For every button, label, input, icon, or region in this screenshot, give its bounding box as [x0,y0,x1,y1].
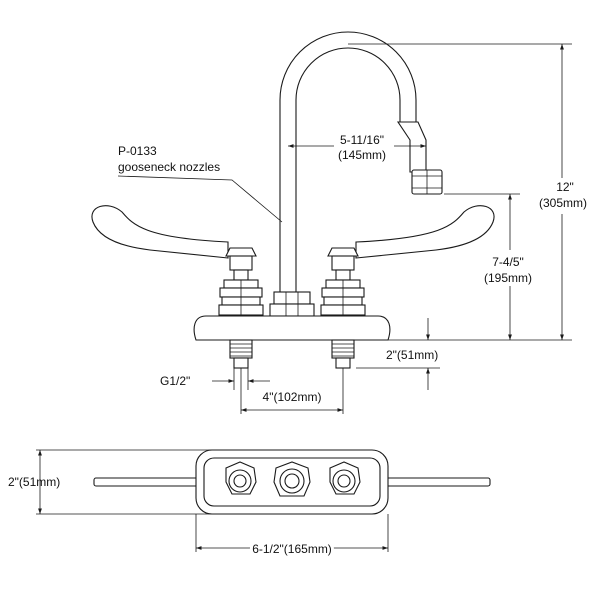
dimension-thread: G1/2" [160,368,270,390]
spout-height-label: 7-4/5" [492,255,524,269]
left-shank [229,339,253,369]
deck-plate [193,315,391,341]
base-width-label: 6-1/2"(165mm) [252,542,332,556]
dimension-total-height: 12" (305mm) [348,43,587,341]
right-shank [331,339,355,369]
right-valve-hex [329,461,361,495]
dimension-shank-length: 2"(51mm) [356,318,440,390]
part-number-label: P-0133 [118,144,157,158]
right-wrist-handle [355,205,495,259]
spout-reach-mm-label: (145mm) [338,148,386,162]
dimension-spout-height: 7-4/5" (195mm) [444,193,532,340]
left-wrist-handle [91,205,229,259]
right-valve [320,247,366,316]
shank-length-label: 2"(51mm) [386,348,438,362]
spout-height-mm-label: (195mm) [484,271,532,285]
total-height-label: 12" [556,180,574,194]
left-valve [218,247,264,316]
thread-label: G1/2" [160,374,190,388]
dimension-centers: 4"(102mm) [240,368,344,414]
spout-reach-label: 5-11/16" [340,133,384,147]
top-view: 2"(51mm) 6-1/2"(165mm) [8,449,491,559]
spout-nut [269,291,315,317]
left-valve-hex [225,461,257,495]
part-callout: P-0133 gooseneck nozzles [117,144,283,223]
dimension-base-depth: 2"(51mm) [8,449,230,515]
base-depth-label: 2"(51mm) [8,475,60,489]
centers-label: 4"(102mm) [263,390,322,404]
dimension-base-width: 6-1/2"(165mm) [195,514,389,559]
gooseneck-spout [279,31,443,292]
total-height-mm-label: (305mm) [539,196,587,210]
front-view: P-0133 gooseneck nozzles 5-11/16" (145mm… [91,31,587,414]
part-name-label: gooseneck nozzles [118,160,220,174]
spout-hex [273,461,311,497]
dimension-spout-reach: 5-11/16" (145mm) [288,133,427,162]
